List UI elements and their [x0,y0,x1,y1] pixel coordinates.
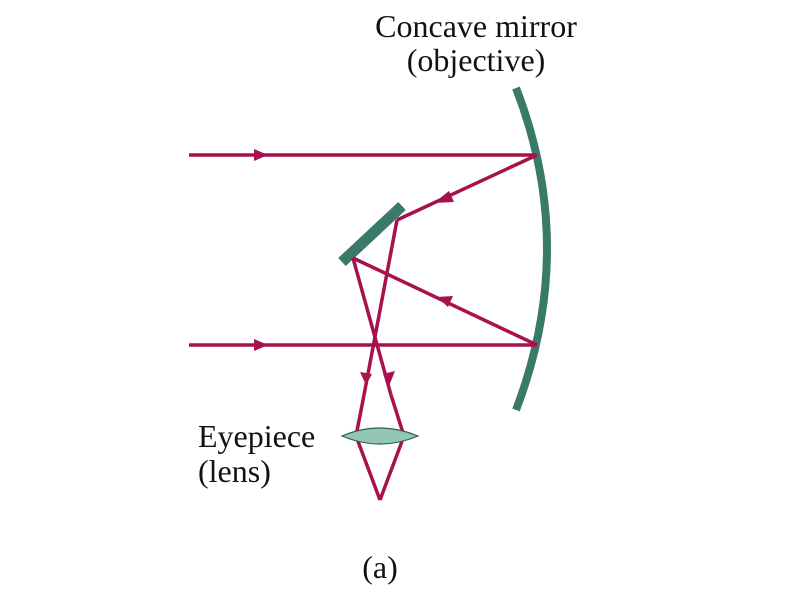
concave-mirror [512,86,551,412]
eyepiece-label-line2: (lens) [198,453,271,489]
figure-caption: (a) [362,549,398,585]
arrow-head-reflected-bottom [437,296,453,307]
arrow-head-incoming-bottom [254,339,268,351]
flat-secondary-mirror [338,201,406,267]
crossing-ray-a [362,219,399,396]
arrow-head-reflected-top [434,191,454,203]
eyepiece-lens [340,427,420,445]
eyepiece-ray-right [378,394,406,501]
reflected-ray-top [396,153,538,222]
mirror-label-line1: Concave mirror [375,8,577,44]
crossing-ray-b [351,257,393,396]
arrow-head-crossing-b [383,371,395,386]
eyepiece-label-line1: Eyepiece [198,418,315,454]
eyepiece-ray-left [354,394,382,501]
arrow-head-incoming-top [254,149,268,161]
mirror-label-line2: (objective) [407,42,546,78]
arrow-head-crossing-a [360,372,372,385]
